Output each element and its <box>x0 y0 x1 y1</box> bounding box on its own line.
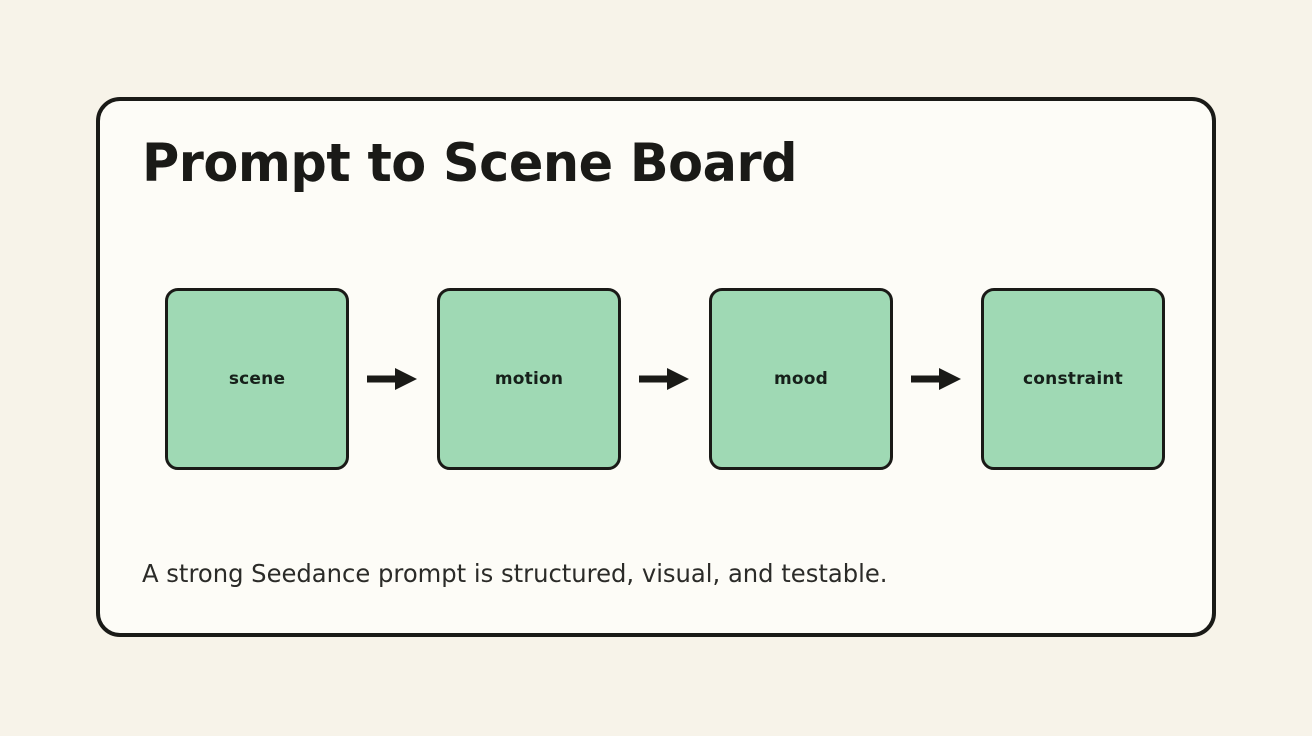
flow-node-motion[interactable]: motion <box>437 288 621 470</box>
flow-node-label: motion <box>494 368 564 389</box>
flow-arrow-mood-to-constraint <box>893 288 981 470</box>
arrow-right-icon <box>367 368 417 390</box>
flow-node-label: scene <box>228 368 286 389</box>
flow-node-mood[interactable]: mood <box>709 288 893 470</box>
flow-node-label: mood <box>773 368 829 389</box>
prompt-flow-diagram: scene motion mood <box>165 288 1165 470</box>
scene-board-card: Prompt to Scene Board scene motion <box>96 97 1216 637</box>
flow-node-scene[interactable]: scene <box>165 288 349 470</box>
flow-node-constraint[interactable]: constraint <box>981 288 1165 470</box>
flow-arrow-scene-to-motion <box>349 288 437 470</box>
arrow-right-icon <box>639 368 689 390</box>
arrow-right-icon <box>911 368 961 390</box>
flow-arrow-motion-to-mood <box>621 288 709 470</box>
page-title: Prompt to Scene Board <box>142 133 798 194</box>
card-caption: A strong Seedance prompt is structured, … <box>142 559 888 588</box>
flow-node-label: constraint <box>1022 368 1123 389</box>
